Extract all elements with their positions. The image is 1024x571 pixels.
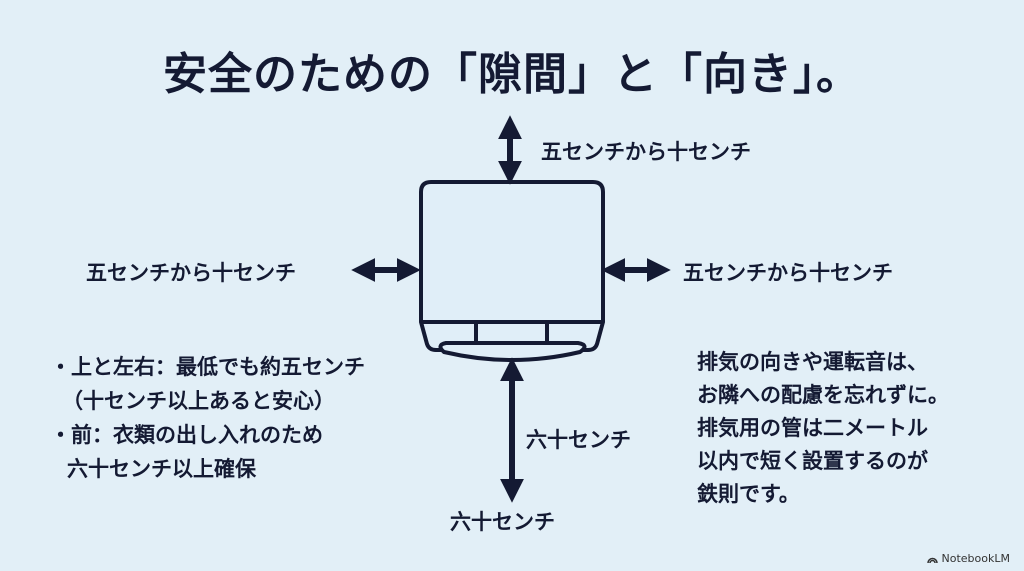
note-line: ・上と左右：最低でも約五センチ bbox=[50, 355, 365, 379]
note-line: 六十センチ以上確保 bbox=[67, 457, 256, 481]
notebooklm-watermark: NotebookLM bbox=[926, 552, 1010, 565]
watermark-text: NotebookLM bbox=[941, 552, 1010, 565]
right-notes: 排気の向きや運転音は、 お隣への配慮を忘れずに。 排気用の管は二メートル 以内で… bbox=[697, 346, 949, 511]
note-line: お隣への配慮を忘れずに。 bbox=[697, 383, 949, 407]
note-line: 排気の向きや運転音は、 bbox=[697, 350, 928, 374]
appliance-icon bbox=[419, 180, 605, 362]
note-line: 排気用の管は二メートル bbox=[697, 416, 928, 440]
left-clearance-label: 五センチから十センチ bbox=[86, 261, 296, 285]
front-bottom-label: 六十センチ bbox=[450, 510, 555, 534]
note-line: （十センチ以上あると安心） bbox=[62, 389, 335, 413]
note-line: ・前：衣類の出し入れのため bbox=[50, 423, 323, 447]
slide-title: 安全のための「隙間」と「向き」。 bbox=[163, 49, 861, 100]
note-line: 以内で短く設置するのが bbox=[697, 449, 928, 473]
left-notes: ・上と左右：最低でも約五センチ （十センチ以上あると安心） ・前：衣類の出し入れ… bbox=[50, 350, 365, 486]
note-line: 鉄則です。 bbox=[697, 482, 800, 506]
front-arrow-label: 六十センチ bbox=[526, 428, 631, 452]
top-clearance-label: 五センチから十センチ bbox=[541, 140, 751, 164]
notebooklm-logo-icon bbox=[926, 557, 938, 563]
right-clearance-label: 五センチから十センチ bbox=[683, 261, 893, 285]
